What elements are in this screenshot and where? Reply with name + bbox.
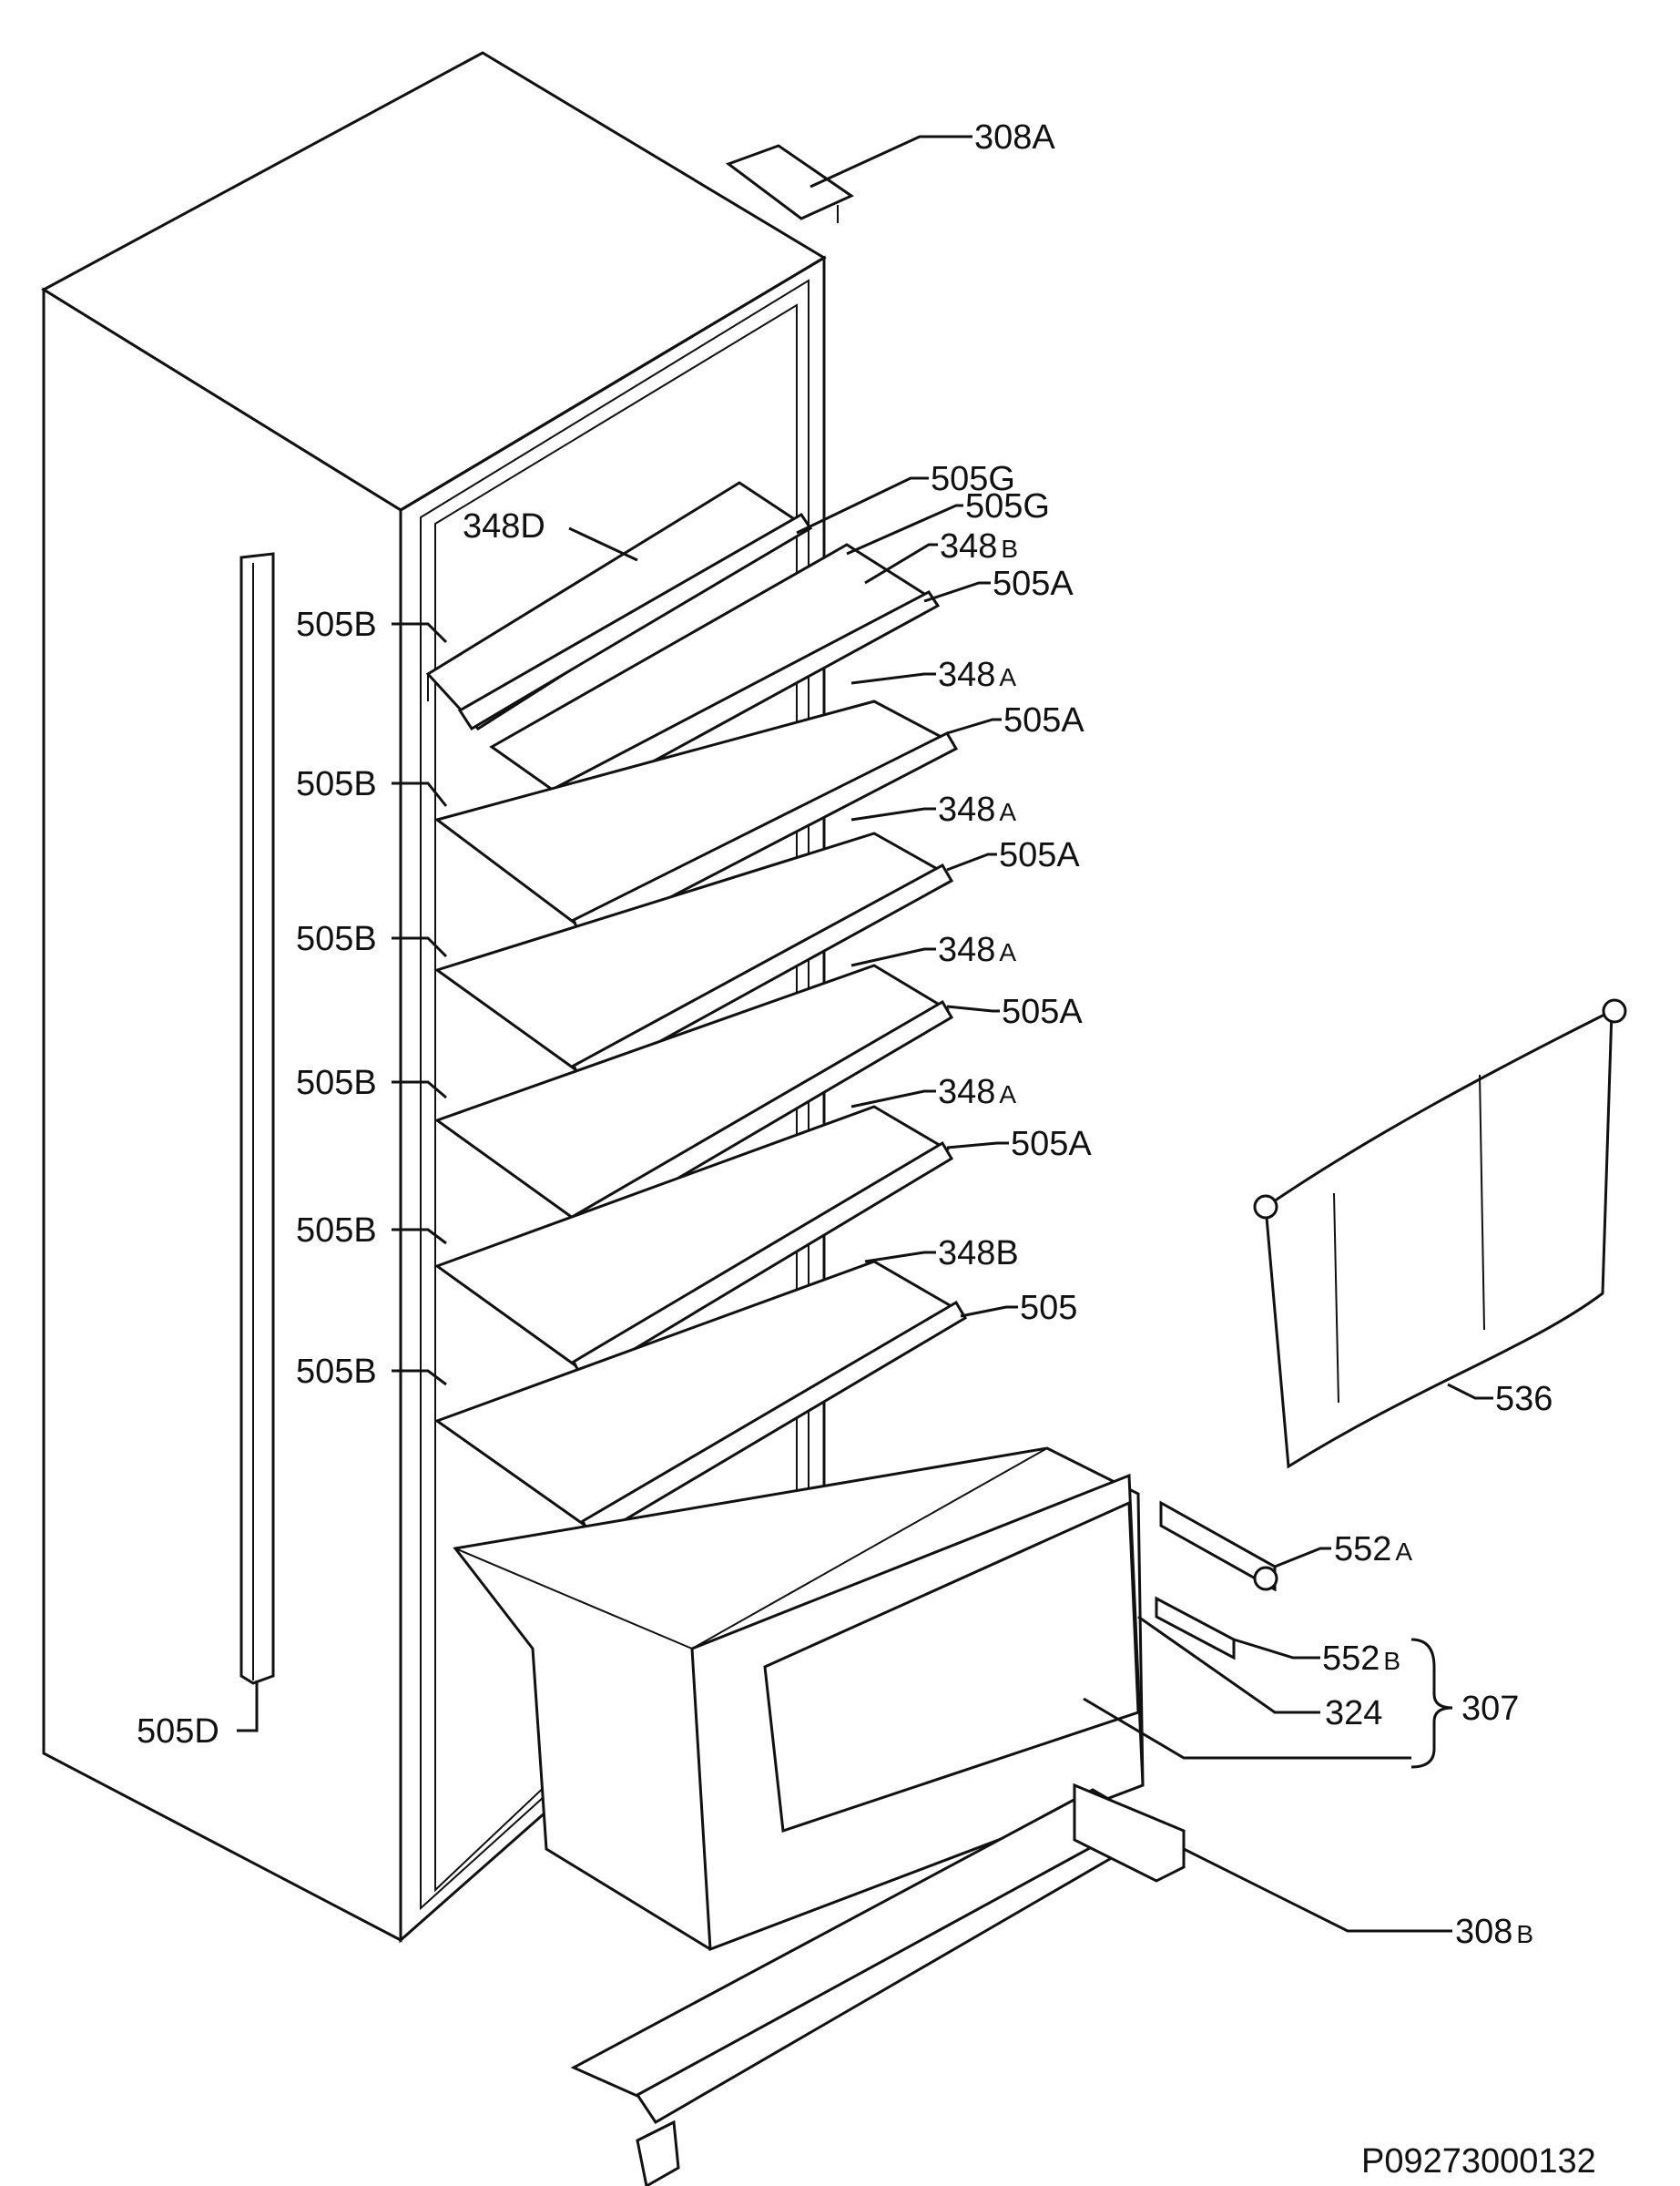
label-505B-3: 505B	[296, 920, 377, 958]
label-505: 505	[1020, 1289, 1077, 1327]
label-505A-5: 505A	[1011, 1125, 1092, 1163]
label-505B-2: 505B	[296, 765, 377, 803]
bottom-hinge-bracket	[570, 1783, 1186, 2186]
label-324: 324	[1325, 1694, 1382, 1732]
label-348B-bottom: 348B	[938, 1234, 1019, 1272]
label-505B-5: 505B	[296, 1211, 377, 1250]
top-hinge	[725, 144, 855, 223]
drawing-code: P09273000132	[1361, 2142, 1596, 2181]
label-505A-4: 505A	[1002, 993, 1083, 1031]
label-505A-1: 505A	[993, 565, 1074, 603]
leader-lines	[237, 135, 1493, 1933]
label-505B-6: 505B	[296, 1353, 377, 1391]
label-505G-upper: 505G	[931, 460, 1015, 498]
label-308A: 308A	[974, 118, 1055, 157]
label-505A-3: 505A	[999, 836, 1080, 874]
label-348D: 348D	[463, 507, 545, 546]
label-307: 307	[1461, 1690, 1519, 1728]
label-505G-lower: 505G	[965, 487, 1050, 526]
cabinet-body	[41, 51, 827, 1944]
label-536: 536	[1495, 1380, 1553, 1418]
door-bin	[1253, 998, 1627, 1469]
slide-rails	[1155, 1500, 1278, 1660]
label-505A-2: 505A	[1003, 701, 1084, 740]
label-505B-1: 505B	[296, 606, 377, 644]
crisper-drawer	[453, 1446, 1145, 1952]
shelves	[425, 481, 968, 1542]
label-505B-4: 505B	[296, 1064, 377, 1102]
label-505D: 505D	[137, 1712, 219, 1751]
door-handle-strip	[239, 552, 275, 1685]
